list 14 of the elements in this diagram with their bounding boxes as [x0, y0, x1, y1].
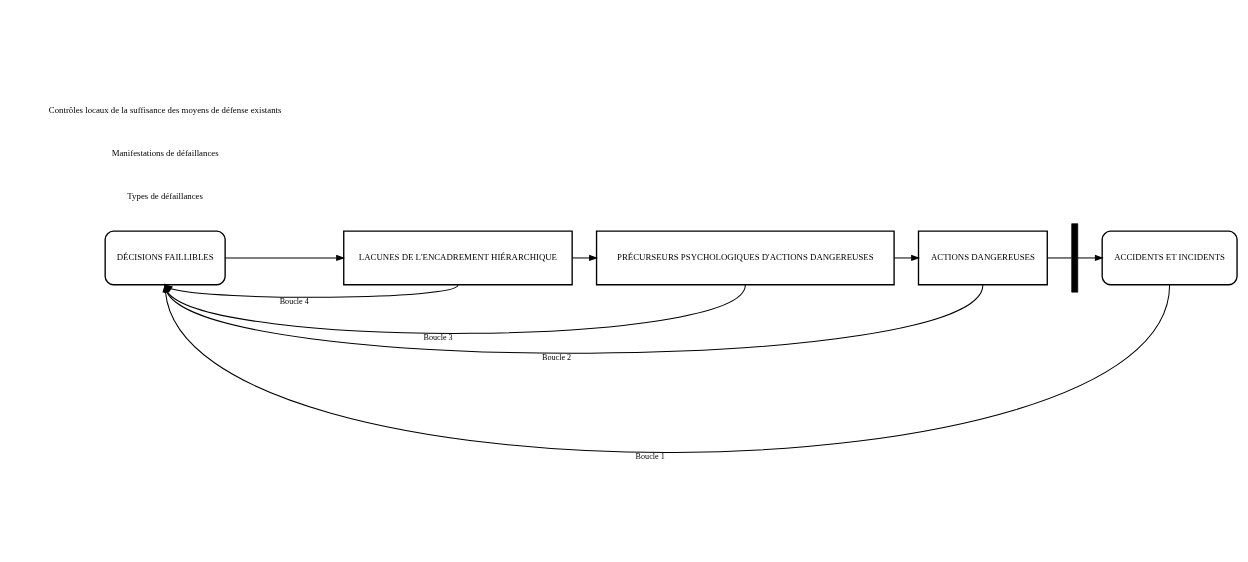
label: Contrôles locaux de la suffisance des moyens de défense existants [48, 104, 282, 115]
arrow [893, 254, 920, 262]
node-box: ACTIONS DANGEREUSES [917, 230, 1048, 286]
arrow [224, 254, 346, 262]
node-box: ACCIDENTS ET INCIDENTS [1101, 230, 1238, 286]
node-box: PRÉCURSEURS PSYCHOLOGIQUES D'ACTIONS DANGEREUSES [595, 230, 895, 286]
arrow [1077, 254, 1104, 262]
arrow [571, 254, 598, 262]
label: Types de défaillances [127, 191, 203, 202]
connector [1046, 257, 1072, 259]
label: Manifestations de défaillances [111, 147, 219, 158]
node-box: DÉCISIONS FAILLIBLES [104, 230, 226, 286]
node-box: LACUNES DE L'ENCADREMENT HIÉRARCHIQUE [343, 230, 573, 286]
node-bar [1071, 223, 1079, 293]
